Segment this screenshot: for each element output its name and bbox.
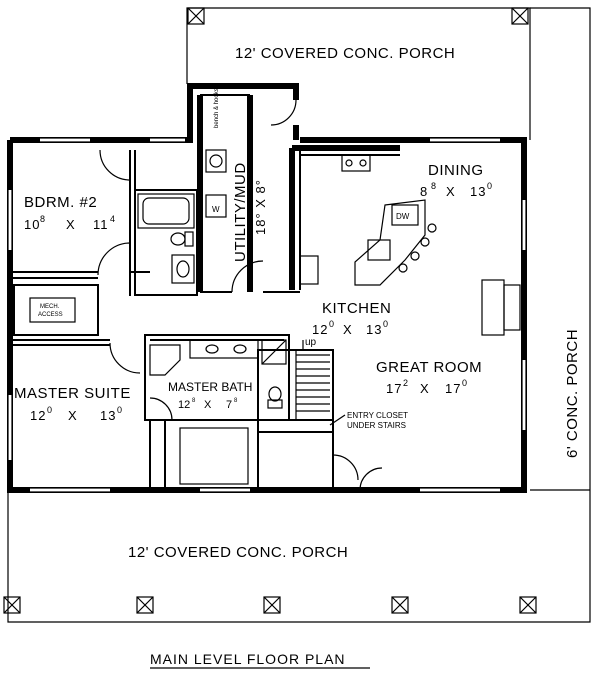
- porch-post-icon: [391, 596, 409, 614]
- svg-text:0: 0: [383, 319, 388, 329]
- double-vanity-icon: [189, 339, 259, 359]
- bathtub-icon: [137, 193, 195, 229]
- stair-up-label: up: [305, 337, 317, 348]
- svg-text:17: 17: [386, 381, 402, 396]
- svg-text:8: 8: [40, 214, 45, 224]
- window: [430, 137, 500, 143]
- svg-text:X: X: [204, 399, 212, 411]
- master-bath-dims: 12 8 X 7 8: [178, 398, 238, 411]
- svg-text:0: 0: [487, 181, 492, 191]
- porch-post-icon: [519, 596, 537, 614]
- svg-text:13: 13: [366, 322, 382, 337]
- svg-text:8: 8: [420, 184, 428, 199]
- entry-closet-line2: UNDER STAIRS: [347, 421, 406, 430]
- kitchen-dims: 12 0 X 13 0: [312, 319, 388, 337]
- top-porch-outline: [186, 7, 531, 140]
- dining-dims: 8 8 X 13 0: [420, 181, 492, 199]
- porch-post-icon: [187, 7, 205, 25]
- toilet-icon: [170, 231, 194, 247]
- porch-post-icon: [3, 596, 21, 614]
- svg-text:12: 12: [30, 408, 46, 423]
- svg-text:12: 12: [178, 399, 190, 411]
- sink-icon: [171, 254, 195, 284]
- refrigerator-icon: [299, 255, 319, 285]
- porch-post-icon: [263, 596, 281, 614]
- corner-shower-icon: [149, 344, 181, 376]
- window: [7, 395, 13, 460]
- utility-name: UTILITY/MUD: [232, 162, 249, 262]
- svg-text:11: 11: [93, 217, 109, 232]
- utility-dims: 18° X 8°: [253, 179, 268, 235]
- svg-text:10: 10: [24, 217, 40, 232]
- svg-text:4: 4: [110, 214, 115, 224]
- window: [521, 200, 527, 250]
- svg-text:X: X: [66, 217, 76, 232]
- svg-text:0: 0: [117, 405, 122, 415]
- great-room-dims: 17 2 X 17 0: [386, 378, 467, 396]
- bottom-porch-label: 12' COVERED CONC. PORCH: [128, 544, 348, 561]
- svg-text:8: 8: [234, 398, 238, 404]
- svg-text:X: X: [343, 322, 353, 337]
- svg-text:12: 12: [312, 322, 328, 337]
- mech-label-line2: ACCESS: [38, 312, 63, 318]
- svg-text:8: 8: [192, 398, 196, 404]
- porch-post-icon: [136, 596, 154, 614]
- bottom-porch-outline: [7, 7, 591, 623]
- window: [200, 487, 250, 493]
- svg-text:0: 0: [47, 405, 52, 415]
- porch-post-icon: [511, 7, 529, 25]
- interior-walls: [10, 94, 400, 491]
- entry-closet-leader: [329, 414, 346, 426]
- windows: [7, 137, 527, 493]
- linen-closet-icon: [261, 339, 287, 365]
- fireplace-icon: [481, 279, 521, 336]
- right-porch-label: 6' CONC. PORCH: [564, 329, 581, 458]
- kitchen-name: KITCHEN: [322, 300, 391, 317]
- svg-text:13: 13: [470, 184, 486, 199]
- window: [40, 137, 90, 143]
- bdrm2-dims: 10 8 X 11 4: [24, 214, 115, 232]
- dining-name: DINING: [428, 162, 484, 179]
- master-suite-dims: 12 0 X 13 0: [30, 405, 122, 423]
- top-porch-label: 12' COVERED CONC. PORCH: [235, 45, 455, 62]
- porch-posts: [3, 7, 537, 614]
- master-bath-name: MASTER BATH: [168, 380, 252, 394]
- bdrm2-name: BDRM. #2: [24, 194, 97, 211]
- window: [30, 487, 110, 493]
- svg-text:7: 7: [226, 399, 232, 411]
- svg-text:17: 17: [445, 381, 461, 396]
- svg-text:0: 0: [462, 378, 467, 388]
- entry-closet-line1: ENTRY CLOSET: [347, 411, 408, 420]
- kitchen-island-icon: [354, 199, 437, 286]
- svg-text:2: 2: [403, 378, 408, 388]
- great-room-name: GREAT ROOM: [376, 359, 482, 376]
- window: [150, 137, 185, 143]
- window: [7, 190, 13, 250]
- svg-text:8: 8: [431, 181, 436, 191]
- range-icon: [341, 154, 371, 172]
- utility-bench-note: bench & hooks: [214, 88, 220, 128]
- svg-text:0: 0: [329, 319, 334, 329]
- master-toilet-icon: [267, 386, 283, 409]
- svg-text:X: X: [68, 408, 78, 423]
- mech-label-line1: MECH.: [40, 304, 60, 310]
- master-suite-name: MASTER SUITE: [14, 385, 131, 402]
- svg-text:X: X: [420, 381, 430, 396]
- svg-text:X: X: [446, 184, 456, 199]
- washer-dryer-icon: [205, 149, 227, 218]
- svg-text:13: 13: [100, 408, 116, 423]
- door-swings: [97, 99, 383, 491]
- stair-treads: [295, 350, 330, 420]
- window: [521, 360, 527, 430]
- washer-label: W: [212, 205, 220, 214]
- dishwasher-label: DW: [396, 212, 410, 221]
- window: [420, 487, 500, 493]
- drawing-caption: MAIN LEVEL FLOOR PLAN: [150, 651, 346, 667]
- exterior-walls: [7, 83, 527, 493]
